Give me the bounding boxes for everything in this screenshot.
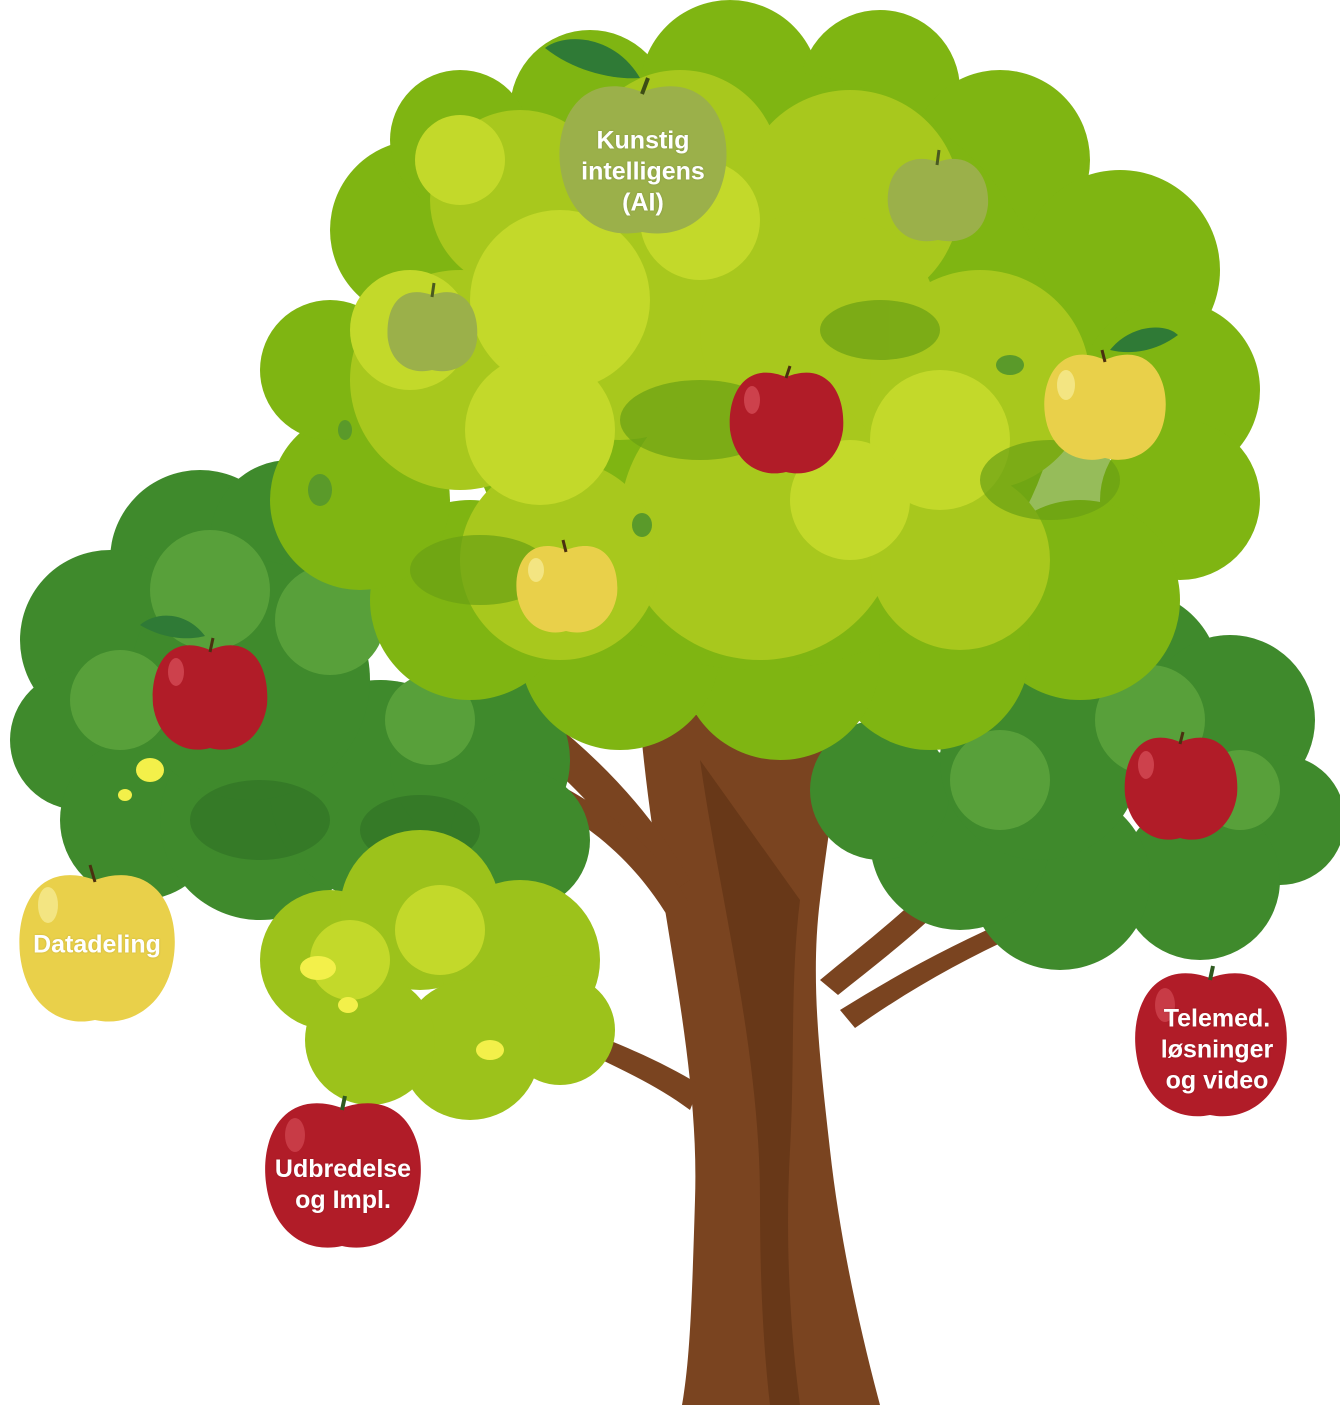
tree-trunk (640, 700, 880, 1405)
apple-label-udbredelse: Udbredelse og Impl. (274, 1155, 412, 1214)
apple-telemed (1135, 965, 1287, 1117)
apple-green-left (387, 282, 478, 372)
apple-label-datadeling: Datadeling (33, 930, 161, 959)
apple-red-right (1124, 731, 1238, 840)
apple-yellow-right (1044, 327, 1178, 460)
apple-label-ai: Kunstig intelligens (AI) (581, 126, 705, 217)
apple-red-center (729, 365, 844, 474)
apple-yellow-center (516, 539, 618, 633)
apple-red-left (140, 615, 268, 750)
foliage-lower-spots (118, 758, 504, 1060)
apple-udbredelse (265, 1095, 421, 1248)
apple-label-telemed: Telemed. løsninger og video (1160, 1004, 1274, 1095)
apple-green-top-right (887, 149, 989, 242)
foliage-crown-spots (308, 355, 1024, 537)
apple-ai (545, 39, 727, 234)
apple-datadeling (19, 864, 175, 1022)
foliage-lower-highlights (310, 885, 485, 1000)
